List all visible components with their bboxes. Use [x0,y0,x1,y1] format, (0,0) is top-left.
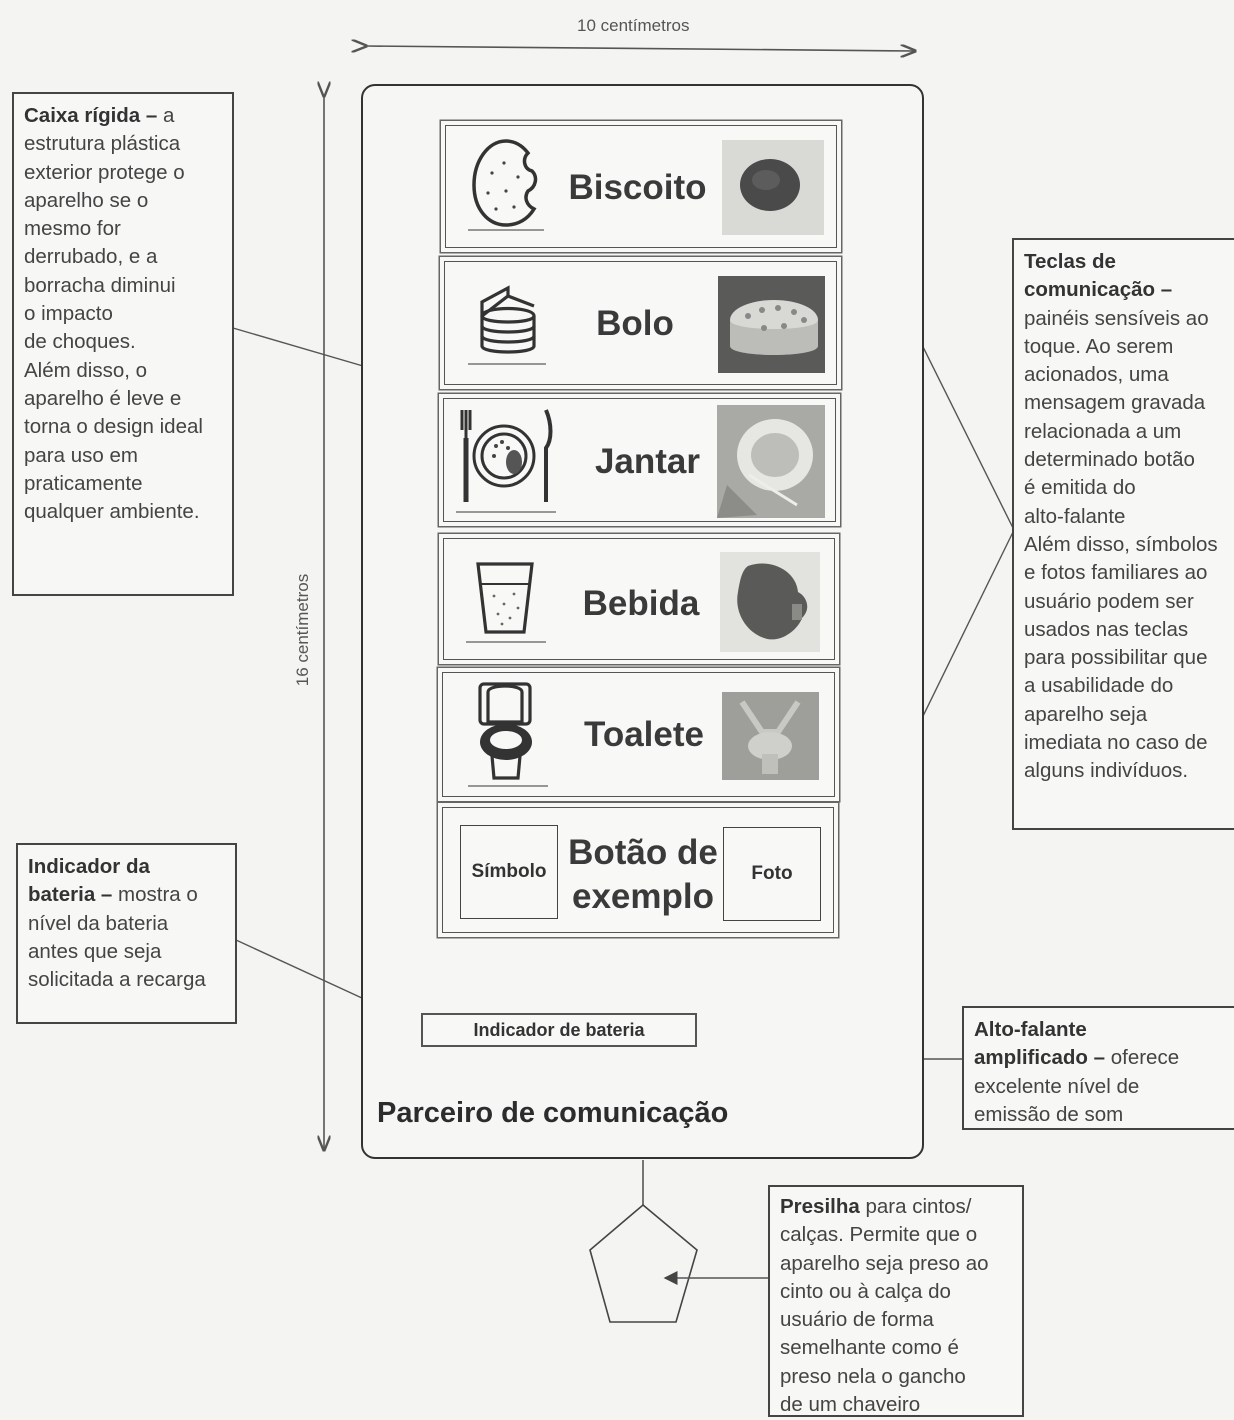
sample-symbol-box: Símbolo [460,825,558,919]
cookie-photo [722,140,824,235]
cake-icon [468,285,546,365]
belt-clip-icon [589,1203,698,1323]
toilet-photo [722,692,819,780]
battery-indicator: Indicador de bateria [421,1013,697,1047]
callout-clip-title: Presilha [780,1195,860,1218]
callout-case-title: Caixa rígida – [24,104,158,127]
sample-photo-box: Foto [723,827,821,921]
callout-speaker-title1: Alto-falante [974,1018,1087,1041]
callout-speaker-title2: amplificado – [974,1046,1106,1070]
sample-label-line2: exemplo [572,877,714,916]
key-label-jantar: Jantar [594,442,701,481]
key-label-bolo: Bolo [596,304,674,343]
key-sample[interactable] [442,807,834,933]
callout-keys-title1: Teclas de [1024,250,1116,273]
callout-keys: Teclas de comunicação – painéis sensívei… [1012,238,1234,830]
callout-keys-title2: comunicação – [1024,278,1173,302]
callout-battery: Indicador da bateria – mostra o nível da… [16,843,237,1024]
callout-battery-title2: bateria – [28,883,113,907]
height-dimension-label: 16 centímetros [293,573,312,687]
drink-photo [720,552,820,652]
drink-glass-icon [466,562,546,643]
toilet-icon [468,682,548,787]
dinner-plate-icon [456,409,556,513]
key-label-bebida: Bebida [582,584,700,623]
key-label-toalete: Toalete [584,715,704,754]
dinner-photo [717,405,825,518]
width-dimension-label: 10 centímetros [577,16,690,35]
width-dimension-line [366,46,915,51]
device-title: Parceiro de comunicação [377,1097,729,1129]
key-label-biscoito: Biscoito [568,168,707,207]
callout-battery-title1: Indicador da [28,855,150,878]
callout-case: Caixa rígida – a estrutura plástica exte… [12,92,234,596]
cookie-icon [468,139,544,231]
callout-clip: Presilha para cintos/ calças. Permite qu… [768,1185,1024,1417]
cake-photo [718,276,825,373]
callout-speaker: Alto-falante amplificado – oferece excel… [962,1006,1234,1130]
sample-label-line1: Botão de [568,833,718,872]
